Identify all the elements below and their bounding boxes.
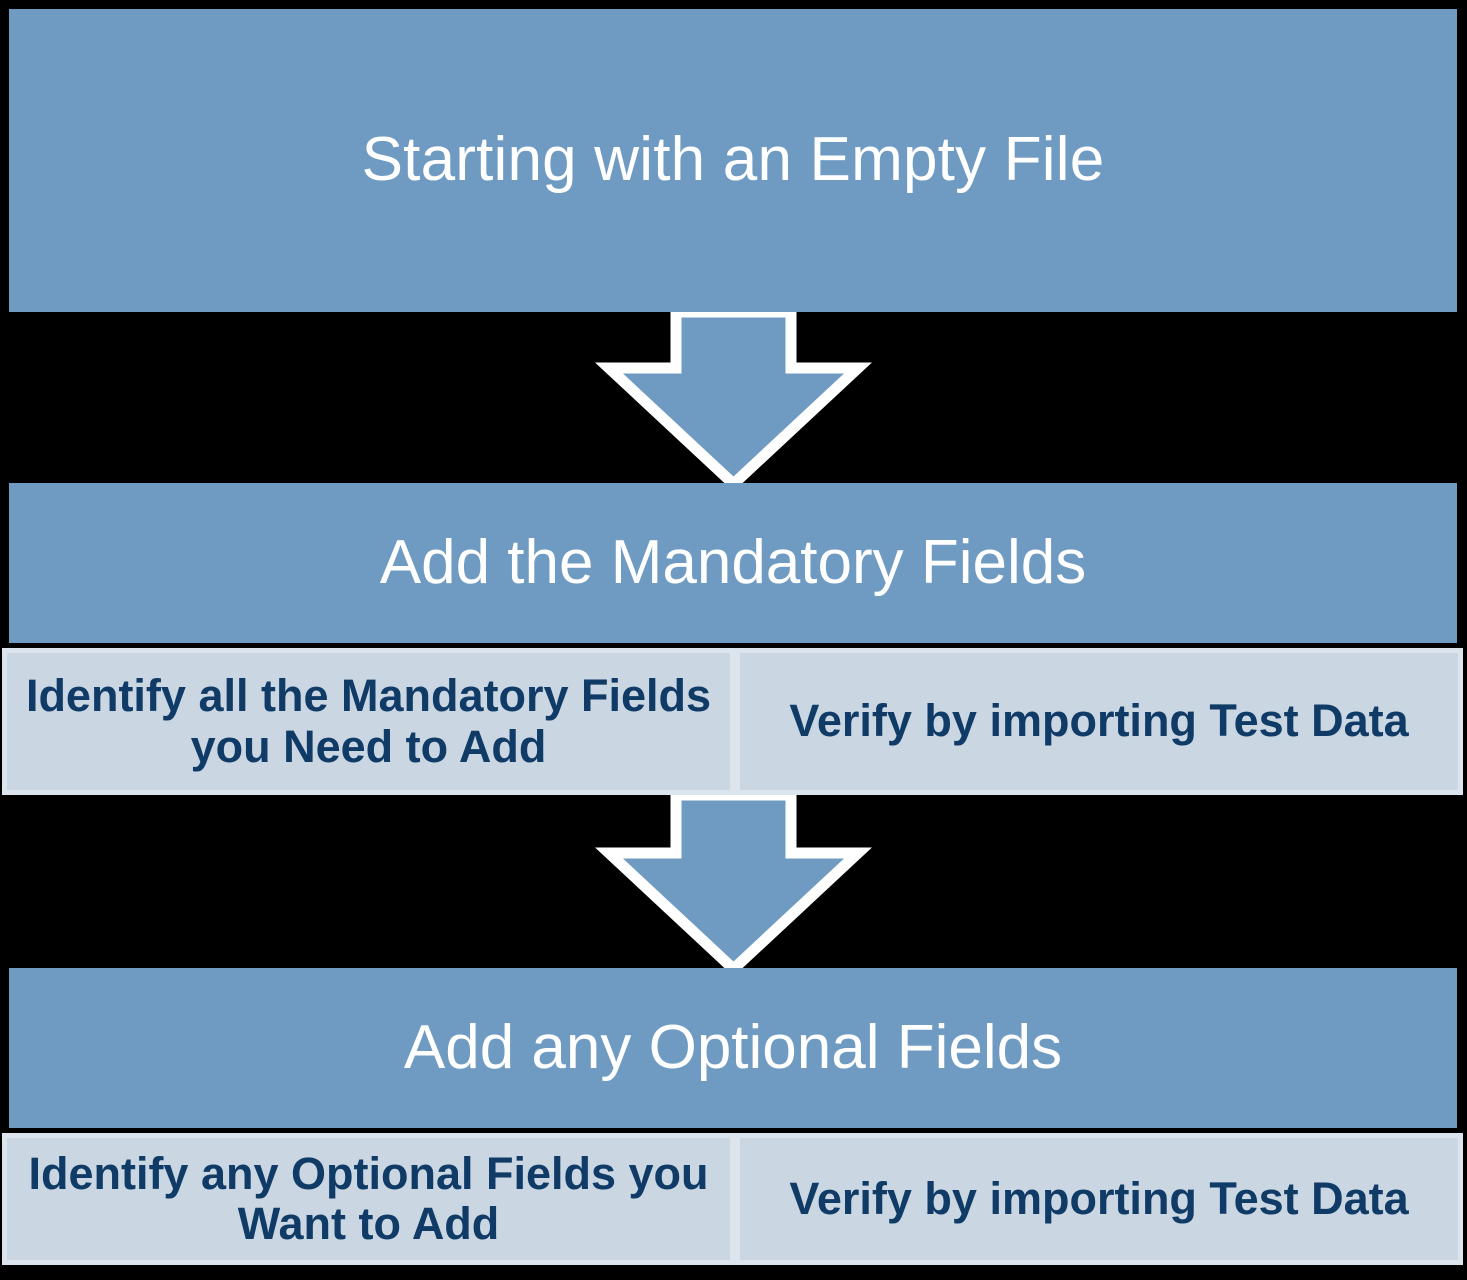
step-2-title: Add the Mandatory Fields [379,527,1087,597]
step-2-substep-2[interactable]: Verify by importing Test Data [735,648,1463,795]
step-2-substeps: Identify all the Mandatory Fields you Ne… [2,648,1463,795]
step-1-banner[interactable]: Starting with an Empty File [9,9,1457,312]
arrow-down-icon-1 [595,312,872,487]
step-3-substep-1-label: Identify any Optional Fields you Want to… [28,1147,709,1249]
connector-arrow-1 [0,312,1467,487]
step-2-substep-1[interactable]: Identify all the Mandatory Fields you Ne… [2,648,735,795]
step-2-header[interactable]: Add the Mandatory Fields [9,483,1457,643]
step-3-substep-2[interactable]: Verify by importing Test Data [735,1133,1463,1265]
step-3-substep-2-label: Verify by importing Test Data [789,1172,1409,1224]
connector-arrow-2 [0,795,1467,973]
step-3-title: Add any Optional Fields [403,1012,1063,1082]
step-1-title: Starting with an Empty File [361,125,1105,195]
step-3-substep-1[interactable]: Identify any Optional Fields you Want to… [2,1133,735,1265]
step-3-header[interactable]: Add any Optional Fields [9,968,1457,1128]
step-2-substep-2-label: Verify by importing Test Data [789,695,1409,747]
arrow-down-icon-2 [595,795,872,973]
step-3-substeps: Identify any Optional Fields you Want to… [2,1133,1463,1265]
step-2-substep-1-label: Identify all the Mandatory Fields you Ne… [25,670,712,772]
